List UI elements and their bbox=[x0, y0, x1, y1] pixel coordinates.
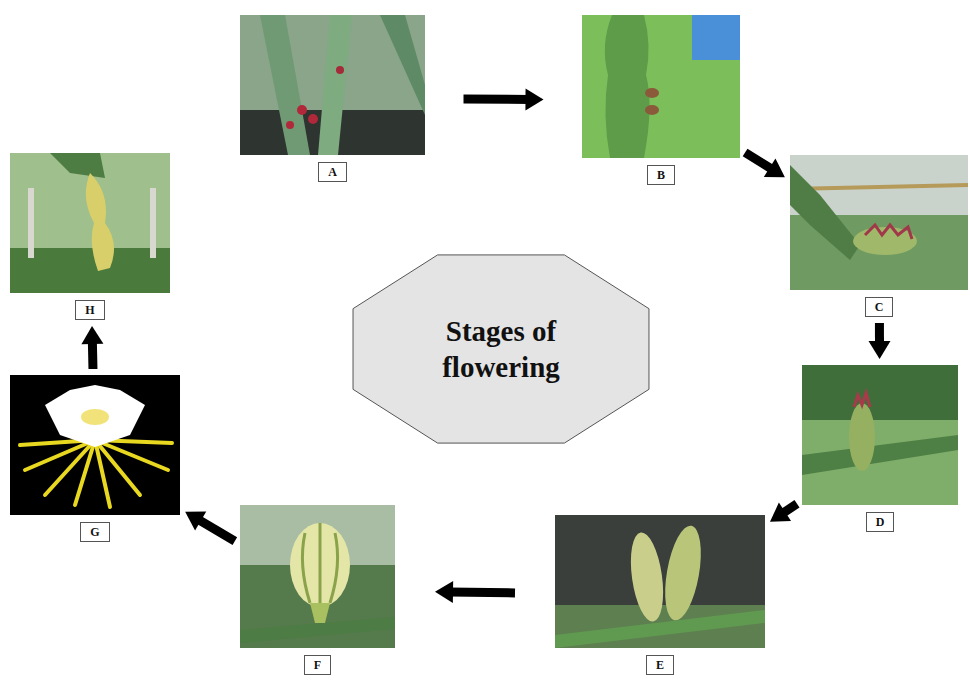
stage-letter: F bbox=[304, 655, 331, 675]
photo-c bbox=[790, 155, 968, 290]
post bbox=[28, 188, 34, 258]
flow-arrow bbox=[435, 581, 515, 603]
bamboo bbox=[790, 185, 968, 189]
arrow-head bbox=[185, 511, 206, 530]
trees bbox=[802, 365, 958, 420]
stage-panel: F bbox=[240, 505, 395, 675]
stem bbox=[802, 435, 958, 475]
bud bbox=[645, 105, 659, 115]
flow-arrow bbox=[745, 152, 785, 177]
post bbox=[150, 188, 156, 258]
sky bbox=[692, 15, 740, 60]
photo-a bbox=[240, 15, 425, 155]
bud bbox=[290, 523, 350, 607]
petals bbox=[45, 385, 145, 447]
stage-letter: G bbox=[80, 522, 109, 542]
stage-panel: C bbox=[790, 155, 968, 317]
bud bbox=[286, 121, 294, 129]
background bbox=[10, 153, 170, 293]
arrow-shaft bbox=[197, 519, 235, 541]
stem bbox=[790, 165, 860, 260]
stigma bbox=[81, 409, 109, 425]
arrow-head bbox=[525, 88, 543, 110]
background bbox=[555, 515, 765, 648]
bud bbox=[659, 523, 707, 623]
flow-arrow bbox=[81, 326, 103, 369]
stem bbox=[50, 153, 105, 178]
flow-arrow bbox=[770, 503, 797, 522]
stage-letter: B bbox=[647, 165, 675, 185]
photo-e bbox=[555, 515, 765, 648]
title-text: Stages of flowering bbox=[409, 313, 594, 385]
title-octagon: Stages of flowering bbox=[350, 253, 652, 445]
stage-panel: D bbox=[802, 365, 958, 532]
stem bbox=[605, 15, 650, 158]
stage-letter: E bbox=[646, 655, 674, 675]
bud bbox=[308, 114, 318, 124]
stage-panel: A bbox=[240, 15, 425, 182]
arrow-head bbox=[764, 158, 785, 177]
octagon-outline bbox=[350, 253, 652, 445]
stem bbox=[318, 15, 352, 155]
bud bbox=[336, 66, 344, 74]
wilted-flower bbox=[86, 173, 114, 271]
arrow-shaft bbox=[88, 340, 98, 369]
photo-b bbox=[582, 15, 740, 158]
stem bbox=[555, 610, 765, 648]
stage-letter: C bbox=[865, 297, 894, 317]
bud-base bbox=[310, 603, 330, 623]
bracts bbox=[854, 393, 870, 407]
bud bbox=[645, 88, 659, 98]
bracts bbox=[865, 225, 912, 239]
bud-stripes bbox=[302, 523, 337, 607]
stage-letter: A bbox=[318, 162, 347, 182]
bud bbox=[297, 105, 307, 115]
arrow-shaft bbox=[449, 587, 515, 597]
photo-h bbox=[10, 153, 170, 293]
stem bbox=[380, 15, 425, 115]
flow-arrow bbox=[464, 88, 544, 110]
sepals bbox=[20, 440, 172, 507]
stage-panel: G bbox=[10, 375, 180, 542]
stage-panel: B bbox=[582, 15, 740, 185]
stage-panel: E bbox=[555, 515, 765, 675]
arrow-head bbox=[770, 503, 791, 522]
background bbox=[790, 155, 968, 290]
bud bbox=[626, 530, 668, 623]
stage-letter: D bbox=[866, 512, 895, 532]
background bbox=[240, 15, 425, 155]
bud bbox=[849, 403, 875, 471]
flow-arrow bbox=[868, 323, 890, 359]
background bbox=[10, 375, 180, 515]
arrow-head bbox=[868, 341, 890, 359]
photo-g bbox=[10, 375, 180, 515]
arrow-shaft bbox=[745, 152, 773, 169]
flow-arrow bbox=[185, 511, 235, 541]
arrow-shaft bbox=[464, 95, 530, 104]
photo-d bbox=[802, 365, 958, 505]
arrow-head bbox=[81, 326, 103, 344]
stem bbox=[260, 15, 310, 155]
background bbox=[802, 365, 958, 505]
stage-letter: H bbox=[75, 300, 104, 320]
octagon-shape bbox=[353, 255, 649, 443]
background bbox=[582, 15, 740, 158]
arrow-head bbox=[435, 581, 453, 603]
background bbox=[240, 505, 395, 648]
photo-f bbox=[240, 505, 395, 648]
stage-panel: H bbox=[10, 153, 170, 320]
